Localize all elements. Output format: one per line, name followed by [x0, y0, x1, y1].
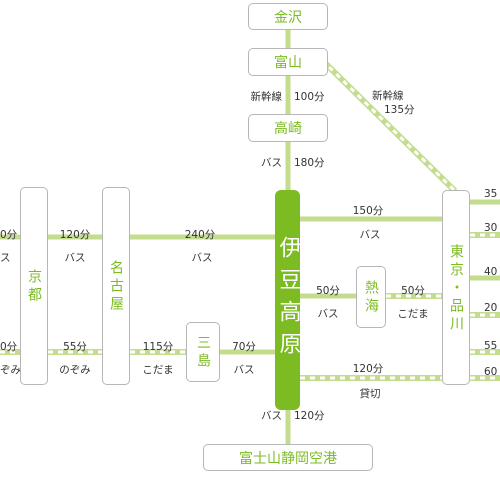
label-toyama-takasaki-time: 100分 [294, 91, 325, 103]
label-toyama-takasaki-mode: 新幹線 [250, 91, 283, 103]
label-nagoya-mishima-mode: こだま [142, 364, 174, 376]
label-left-bottom-time: 0分 [0, 341, 18, 353]
label-izu-tokyo-charter-time: 120分 [352, 363, 384, 375]
label-toyama-tokyo-mode: 新幹線 [372, 90, 404, 102]
station-takasaki: 高崎 [248, 114, 328, 142]
station-toyama: 富山 [248, 48, 328, 76]
label-right-1: 35 [484, 188, 498, 200]
label-nagoya-izu-mode: バス [191, 252, 213, 264]
label-kyoto-nagoya-bus-mode: バス [64, 252, 86, 264]
station-tokyo-shinagawa: 東京・品川 [442, 190, 470, 385]
label-right-5: 55 [484, 340, 498, 352]
label-atami-tokyo-time: 50分 [401, 285, 425, 297]
label-mishima-izu-time: 70分 [232, 341, 256, 353]
label-toyama-tokyo-time: 135分 [384, 104, 415, 116]
label-izu-tokyo-charter-mode: 貸切 [359, 388, 381, 400]
label-izu-tokyo-bus-time: 150分 [352, 205, 384, 217]
label-right-2: 30 [484, 222, 498, 234]
station-kanazawa: 金沢 [248, 3, 328, 30]
label-kyoto-nagoya-rail-mode: のぞみ [59, 364, 91, 376]
station-mishima: 三島 [186, 322, 220, 382]
label-kyoto-nagoya-rail-time: 55分 [63, 341, 87, 353]
label-right-6: 60 [484, 366, 498, 378]
label-takasaki-izu-mode: バス [261, 157, 282, 169]
label-right-3: 40 [484, 266, 498, 278]
label-left-top-time: 0分 [0, 229, 18, 241]
label-left-top-mode: ス [0, 252, 11, 264]
label-nagoya-mishima-time: 115分 [142, 341, 174, 353]
station-izukogen: 伊豆高原 [275, 190, 301, 410]
label-izu-atami-mode: バス [317, 308, 339, 320]
label-izu-airport-mode: バス [261, 410, 282, 422]
rail-toyama-tokyo [320, 58, 457, 193]
label-takasaki-izu-time: 180分 [294, 157, 325, 169]
station-airport: 富士山静岡空港 [203, 444, 373, 471]
station-atami: 熱海 [356, 266, 386, 328]
label-right-4: 20 [484, 302, 498, 314]
label-izu-atami-time: 50分 [316, 285, 340, 297]
label-left-bottom-mode: ぞみ [0, 364, 21, 376]
station-nagoya: 名古屋 [102, 187, 130, 385]
label-izu-tokyo-bus-mode: バス [359, 229, 381, 241]
label-atami-tokyo-mode: こだま [397, 308, 429, 320]
station-kyoto: 京都 [20, 187, 48, 385]
label-mishima-izu-mode: バス [233, 364, 255, 376]
label-izu-airport-time: 120分 [294, 410, 325, 422]
label-nagoya-izu-time: 240分 [184, 229, 216, 241]
label-kyoto-nagoya-bus-time: 120分 [59, 229, 91, 241]
